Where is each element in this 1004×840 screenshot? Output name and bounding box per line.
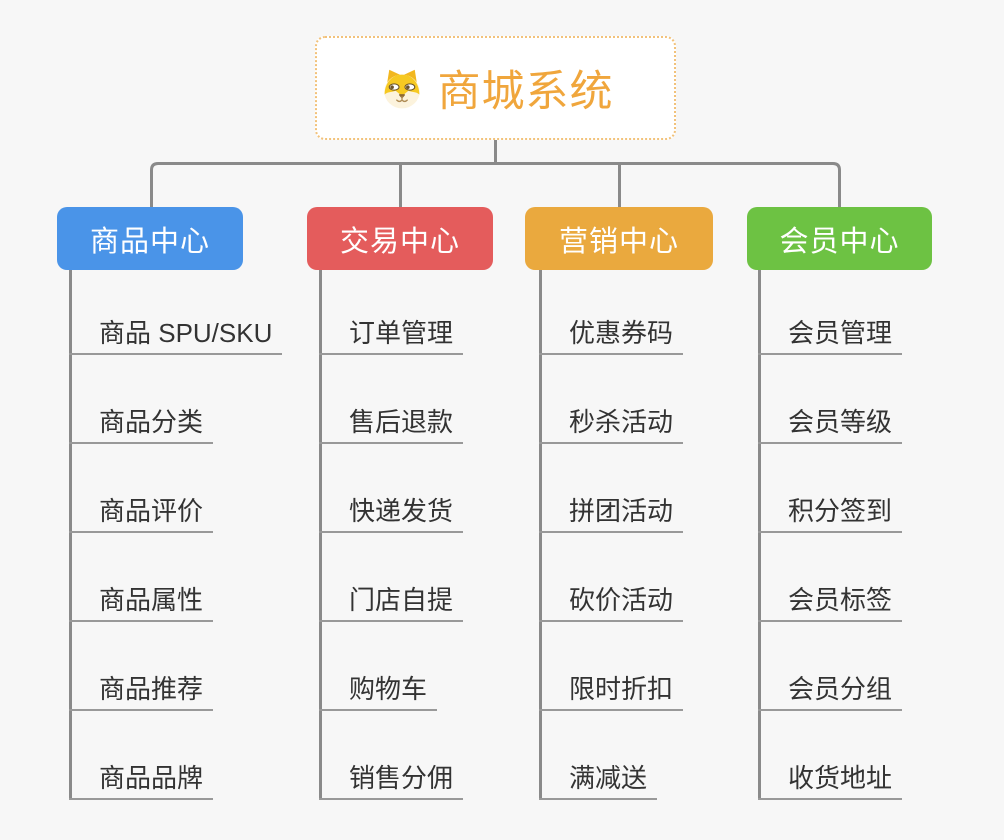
child-node[interactable]: 订单管理 [319, 319, 464, 355]
child-node[interactable]: 砍价活动 [539, 586, 684, 622]
child-node[interactable]: 积分签到 [758, 497, 903, 533]
branch-spine [539, 270, 542, 800]
child-node[interactable]: 商品评价 [69, 497, 214, 533]
branch-label: 会员中心 [779, 225, 900, 258]
branch-label: 商品中心 [89, 225, 210, 258]
child-node[interactable]: 快递发货 [319, 497, 464, 533]
child-node[interactable]: 商品推荐 [69, 675, 214, 711]
branch-node-trade-center[interactable]: 交易中心 [307, 207, 493, 270]
child-node[interactable]: 商品 SPU/SKU [69, 319, 283, 355]
branch-spine [69, 270, 72, 800]
root-node[interactable]: 商城系统 [315, 36, 676, 140]
child-node[interactable]: 限时折扣 [539, 675, 684, 711]
child-node[interactable]: 会员分组 [758, 675, 903, 711]
child-node[interactable]: 会员标签 [758, 586, 903, 622]
branch-spine [319, 270, 322, 800]
child-node[interactable]: 商品属性 [69, 586, 214, 622]
child-node[interactable]: 满减送 [539, 764, 658, 800]
child-node[interactable]: 门店自提 [319, 586, 464, 622]
branch-node-product-center[interactable]: 商品中心 [57, 207, 243, 270]
child-node[interactable]: 购物车 [319, 675, 438, 711]
branch-label: 交易中心 [339, 225, 460, 258]
child-node[interactable]: 售后退款 [319, 408, 464, 444]
child-node[interactable]: 销售分佣 [319, 764, 464, 800]
branch-node-marketing-center[interactable]: 营销中心 [525, 207, 713, 270]
child-node[interactable]: 会员等级 [758, 408, 903, 444]
child-node[interactable]: 收货地址 [758, 764, 903, 800]
root-node-title: 商城系统 [437, 68, 614, 116]
child-node[interactable]: 拼团活动 [539, 497, 684, 533]
child-node[interactable]: 优惠券码 [539, 319, 684, 355]
child-node[interactable]: 商品品牌 [69, 764, 214, 800]
branch-spine [758, 270, 761, 800]
child-node[interactable]: 会员管理 [758, 319, 903, 355]
dog-face-icon [383, 69, 420, 108]
branch-node-member-center[interactable]: 会员中心 [747, 207, 932, 270]
branch-label: 营销中心 [558, 225, 679, 258]
child-node[interactable]: 商品分类 [69, 408, 214, 444]
child-node[interactable]: 秒杀活动 [539, 408, 684, 444]
